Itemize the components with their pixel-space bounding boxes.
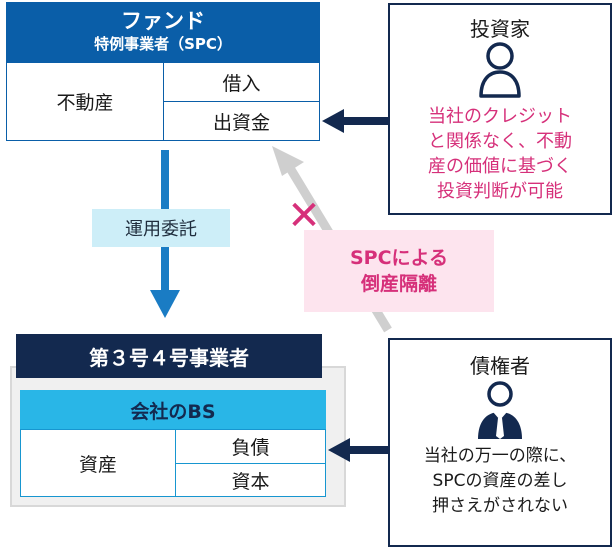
bs-asset-cell: 資産 [20, 429, 176, 497]
investor-text-line: 当社のクレジット [428, 106, 572, 127]
fund-header: ファンド 特例事業者（SPC） [6, 2, 320, 62]
creditor-title: 債権者 [470, 354, 530, 378]
person-outline-icon [479, 42, 521, 98]
investor-text-line: 産の価値に基づく [428, 156, 572, 177]
bs-capital-cell: 資本 [175, 463, 326, 497]
spc-isolation-line1: SPCによる [350, 247, 448, 269]
investor-text-line: 投資判断が可能 [437, 181, 563, 202]
entrust-label: 運用委託 [92, 209, 230, 247]
spc-isolation-line2: 倒産隔離 [360, 273, 437, 295]
fund-title: ファンド [121, 9, 205, 33]
fund-debt-cell: 借入 [163, 62, 320, 102]
bs-debt-cell: 負債 [175, 429, 326, 464]
businessman-icon [478, 381, 522, 439]
operator-title: 第３号４号事業者 [16, 334, 322, 378]
bs-title: 会社のBS [20, 390, 326, 430]
investor-arrow [322, 109, 390, 133]
investor-text: 当社のクレジット と関係なく、不動 産の価値に基づく 投資判断が可能 [398, 104, 602, 204]
creditor-box: 債権者 [388, 338, 612, 547]
fund-asset-cell: 不動産 [6, 62, 164, 141]
fund-equity-cell: 出資金 [163, 101, 320, 141]
creditor-text-line: SPCの資産の差し [432, 471, 568, 491]
fund-subtitle: 特例事業者（SPC） [94, 35, 232, 53]
creditor-arrow [328, 438, 390, 462]
creditor-text-line: 当社の万一の際に、 [423, 446, 577, 466]
cross-mark-icon: ✕ [287, 193, 321, 239]
creditor-text-line: 押さえがされない [432, 496, 568, 516]
spc-isolation-label: SPCによる 倒産隔離 [304, 230, 494, 312]
investor-box: 投資家 [388, 3, 612, 215]
investor-text-line: と関係なく、不動 [428, 131, 572, 152]
investor-title: 投資家 [470, 17, 530, 41]
creditor-text: 当社の万一の際に、 SPCの資産の差し 押さえがされない [398, 444, 602, 519]
